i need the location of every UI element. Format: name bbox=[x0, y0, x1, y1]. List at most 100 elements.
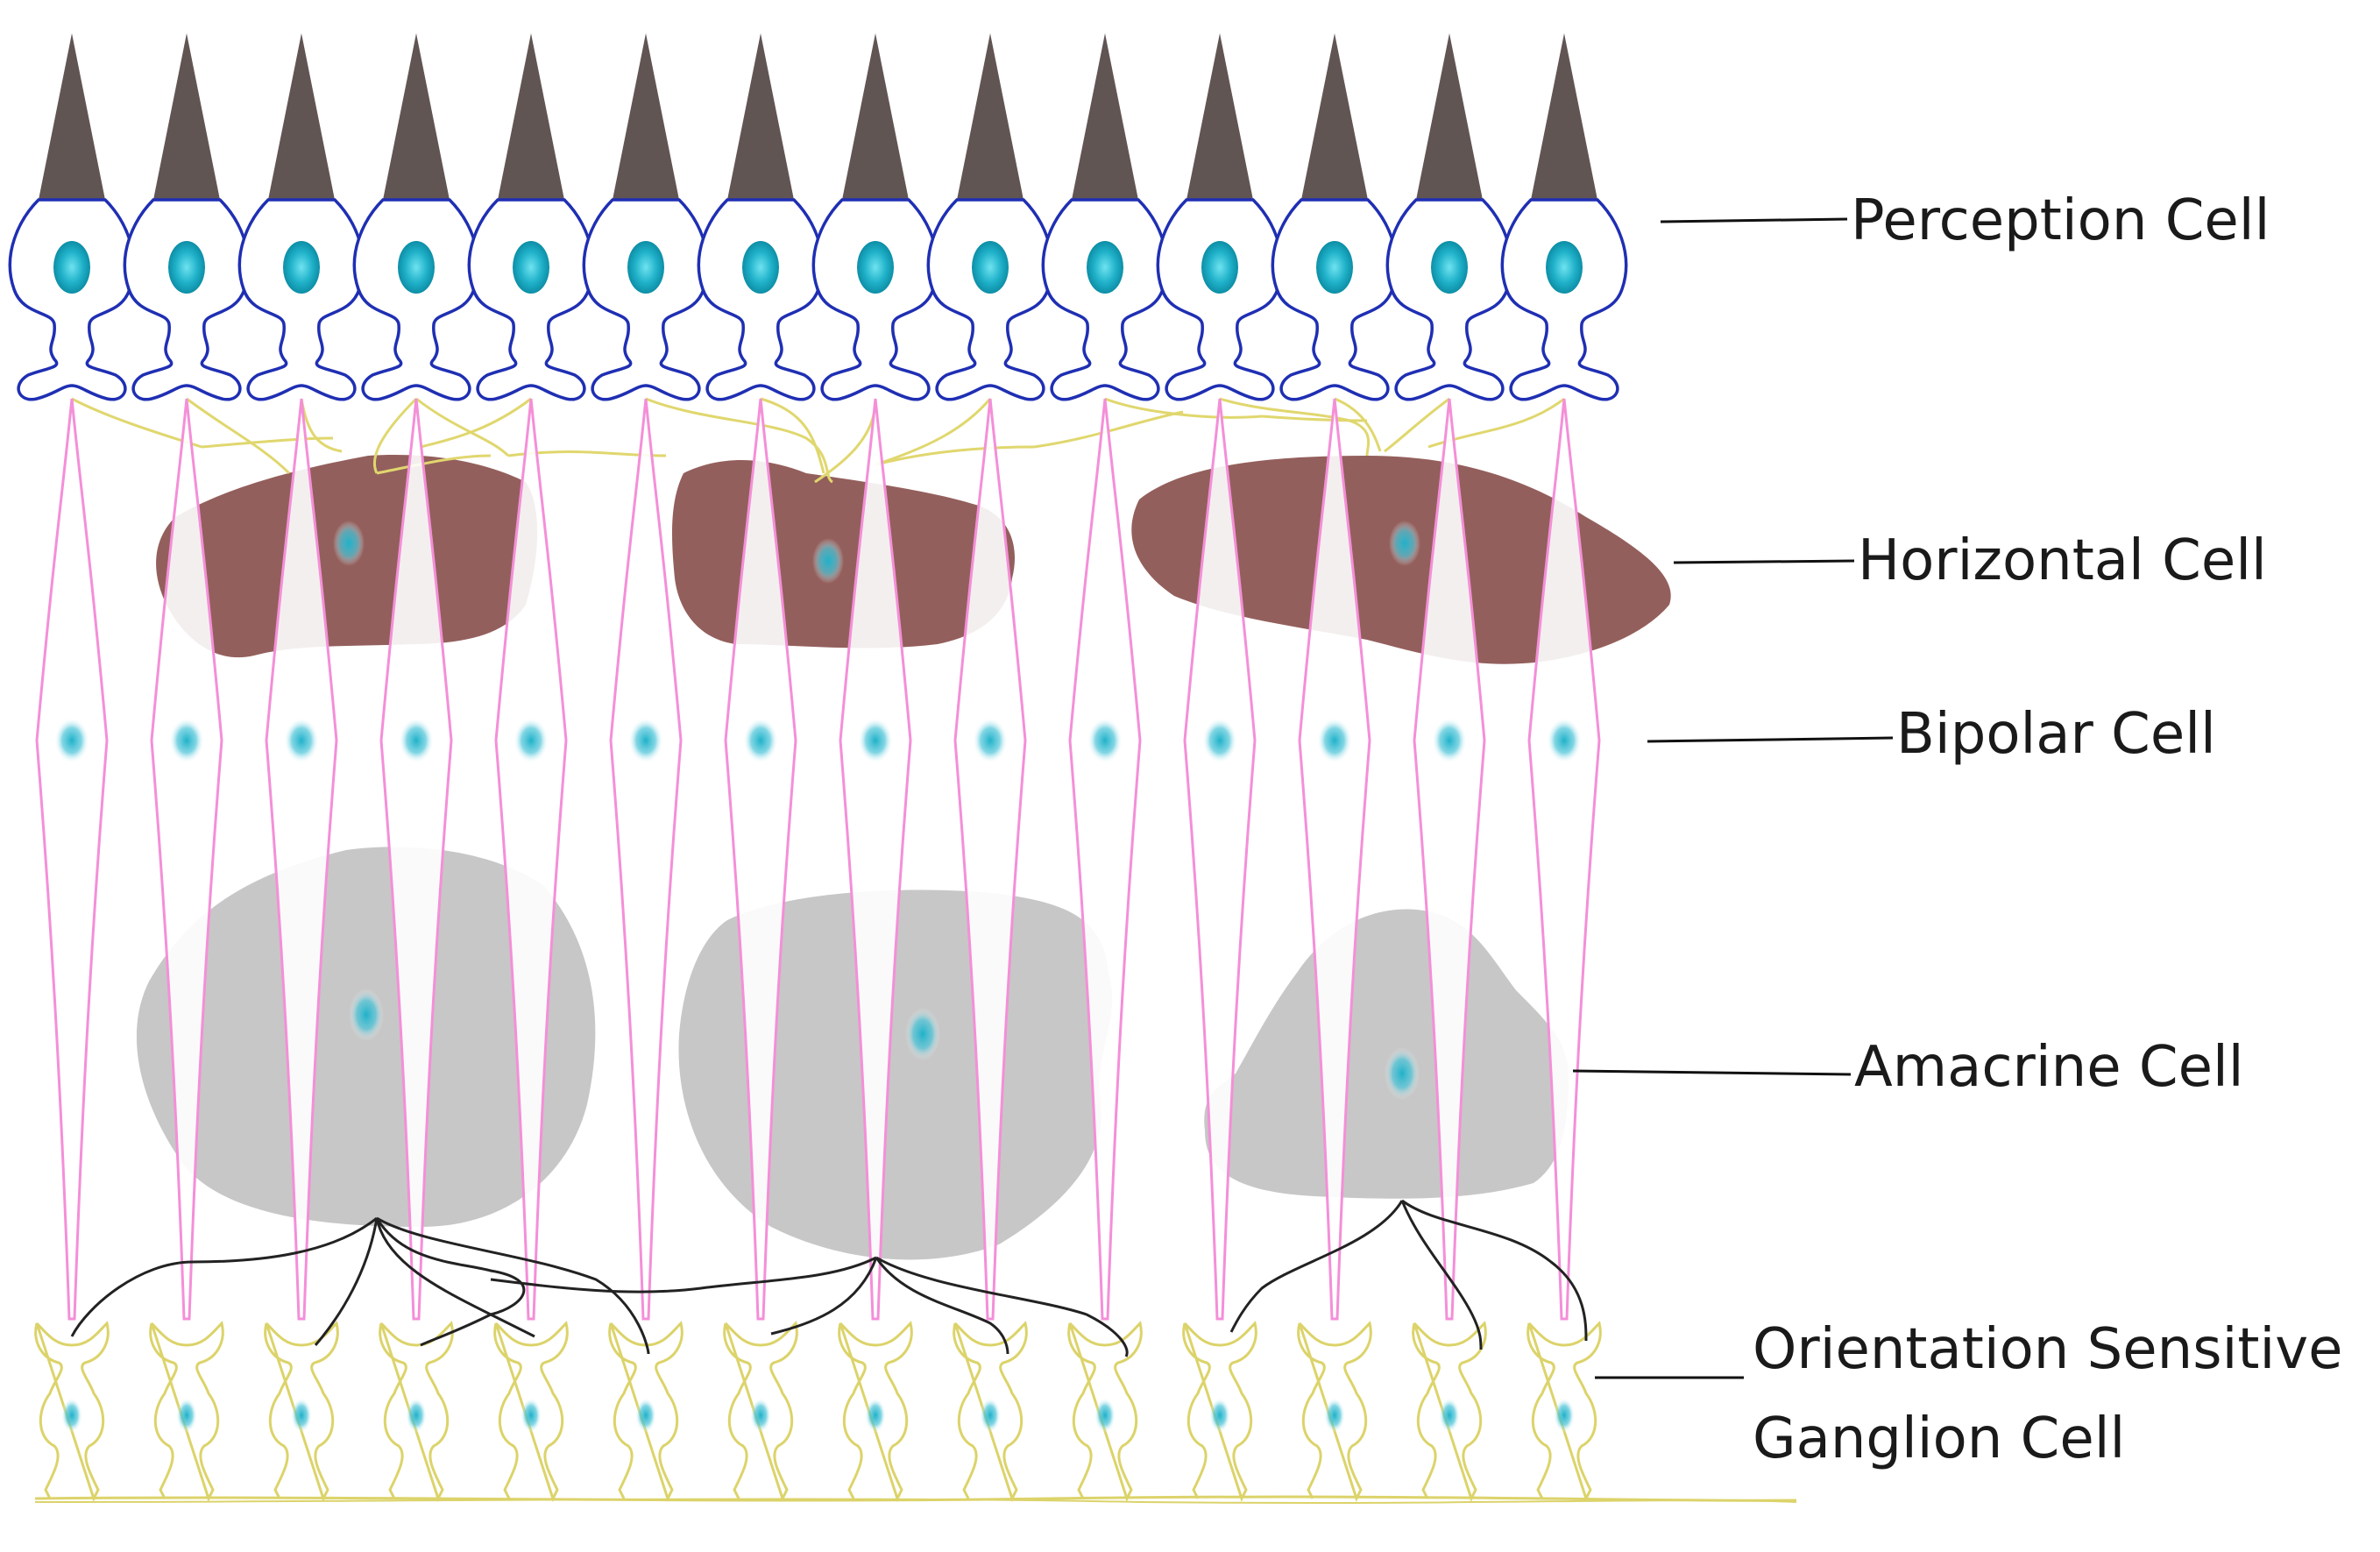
horizontal-nucleus-3 bbox=[1389, 521, 1420, 566]
amacrine-axon-12 bbox=[1401, 1199, 1588, 1342]
perception-cell-10 bbox=[1041, 33, 1169, 401]
perception-leader-line bbox=[1660, 217, 1848, 223]
perception-nucleus-3 bbox=[283, 241, 320, 294]
cone-tip-4 bbox=[383, 33, 450, 200]
cone-tip-12 bbox=[1301, 33, 1368, 200]
bipolar-cell-10 bbox=[1068, 398, 1142, 1321]
perception-body-11 bbox=[1156, 198, 1284, 401]
synapse-line-2 bbox=[186, 397, 291, 475]
cone-tip-14 bbox=[1531, 33, 1597, 200]
perception-body-7 bbox=[697, 198, 825, 401]
perception-nucleus-13 bbox=[1431, 241, 1468, 294]
amacrine-axon-layer bbox=[70, 1199, 1588, 1357]
synapse-line-20 bbox=[1033, 410, 1184, 449]
bipolar-cell-layer bbox=[35, 398, 1601, 1321]
amacrine-leader-line bbox=[1572, 1069, 1852, 1076]
perception-cell-7 bbox=[697, 33, 825, 401]
ganglion-cell-2 bbox=[149, 1321, 224, 1502]
amacrine-axon-6 bbox=[490, 1256, 877, 1293]
synapse-line-5 bbox=[415, 397, 510, 457]
ganglion-nucleus-12 bbox=[1324, 1398, 1345, 1433]
amacrine-axon-7 bbox=[770, 1257, 878, 1336]
amacrine-axon-10 bbox=[1229, 1200, 1404, 1333]
ganglion-cell-4 bbox=[379, 1321, 454, 1502]
ganglion-nucleus-11 bbox=[1209, 1398, 1230, 1433]
bipolar-cell-2 bbox=[150, 398, 223, 1321]
ganglion-cell-1 bbox=[34, 1321, 110, 1502]
cone-tip-6 bbox=[613, 33, 679, 200]
perception-body-10 bbox=[1041, 198, 1169, 401]
perception-body-8 bbox=[811, 198, 939, 401]
leader-line-layer bbox=[1572, 217, 1894, 1379]
perception-body-1 bbox=[8, 198, 136, 401]
perception-cell-3 bbox=[237, 33, 365, 401]
cone-tip-7 bbox=[727, 33, 794, 200]
perception-cell-5 bbox=[467, 33, 595, 401]
synapse-line-17 bbox=[376, 454, 492, 475]
bipolar-nucleus-8 bbox=[858, 718, 893, 763]
ganglion-cell-12 bbox=[1297, 1321, 1372, 1502]
ganglion-cell-8 bbox=[838, 1321, 913, 1502]
ganglion-nucleus-9 bbox=[980, 1398, 1001, 1433]
ganglion-nucleus-8 bbox=[865, 1398, 886, 1433]
cone-tip-11 bbox=[1186, 33, 1253, 200]
ganglion-baseline bbox=[34, 1495, 1797, 1502]
synapse-line-10 bbox=[875, 398, 992, 466]
amacrine-nucleus-3 bbox=[1385, 1047, 1420, 1100]
ganglion-cell-14 bbox=[1526, 1321, 1602, 1502]
horizontal-leader-line bbox=[1673, 559, 1855, 564]
ganglion-baseline-2 bbox=[34, 1498, 1797, 1504]
ganglion-cell-10 bbox=[1067, 1321, 1143, 1502]
perception-nucleus-14 bbox=[1546, 241, 1583, 294]
perception-body-5 bbox=[467, 198, 595, 401]
amacrine-axon-4 bbox=[375, 1217, 526, 1347]
amacrine-cell-label: Amacrine Cell bbox=[1854, 1035, 2244, 1100]
perception-body-6 bbox=[582, 198, 710, 401]
ganglion-cell-13 bbox=[1412, 1321, 1487, 1502]
synapse-line-4 bbox=[372, 397, 418, 474]
amacrine-axon-9 bbox=[875, 1256, 1129, 1357]
amacrine-axon-2 bbox=[314, 1217, 379, 1346]
synapse-line-7 bbox=[645, 397, 833, 484]
ganglion-nucleus-13 bbox=[1439, 1398, 1460, 1433]
perception-body-14 bbox=[1500, 198, 1628, 401]
bipolar-nucleus-14 bbox=[1547, 718, 1582, 763]
ganglion-cell-3 bbox=[264, 1321, 339, 1502]
perception-body-3 bbox=[237, 198, 365, 401]
ganglion-nucleus-1 bbox=[61, 1398, 82, 1433]
amacrine-axon-1 bbox=[70, 1216, 378, 1337]
synapse-line-6 bbox=[420, 397, 532, 449]
perception-body-2 bbox=[123, 198, 251, 401]
perception-body-13 bbox=[1385, 198, 1513, 401]
bipolar-nucleus-13 bbox=[1432, 718, 1467, 763]
cone-tip-3 bbox=[268, 33, 335, 200]
bipolar-nucleus-5 bbox=[514, 718, 549, 763]
bipolar-cell-1 bbox=[35, 398, 109, 1321]
perception-cell-13 bbox=[1385, 33, 1513, 401]
bipolar-nucleus-2 bbox=[169, 718, 204, 763]
perception-nucleus-4 bbox=[398, 241, 435, 294]
ganglion-nucleus-6 bbox=[635, 1398, 656, 1433]
bipolar-cell-13 bbox=[1413, 398, 1486, 1321]
bipolar-cell-3 bbox=[265, 398, 338, 1321]
cone-tip-9 bbox=[957, 33, 1024, 200]
perception-nucleus-12 bbox=[1316, 241, 1353, 294]
amacrine-axon-11 bbox=[1400, 1200, 1483, 1350]
amacrine-axon-5 bbox=[376, 1216, 650, 1355]
bipolar-nucleus-4 bbox=[399, 718, 434, 763]
perception-cell-14 bbox=[1500, 33, 1628, 401]
bipolar-nucleus-9 bbox=[973, 718, 1008, 763]
synapse-line-21 bbox=[1261, 415, 1368, 422]
synapse-line-13 bbox=[1334, 397, 1382, 452]
bipolar-cell-6 bbox=[609, 398, 683, 1321]
synapse-line-3 bbox=[300, 398, 343, 453]
cone-tip-5 bbox=[498, 33, 564, 200]
perception-cell-layer bbox=[8, 33, 1628, 401]
perception-nucleus-10 bbox=[1087, 241, 1123, 294]
synapse-line-19 bbox=[875, 445, 1035, 466]
ganglion-cell-layer bbox=[34, 1321, 1797, 1504]
perception-cell-2 bbox=[123, 33, 251, 401]
ganglion-cell-label-line2: Ganglion Cell bbox=[1753, 1407, 2126, 1471]
bipolar-cell-8 bbox=[839, 398, 912, 1321]
